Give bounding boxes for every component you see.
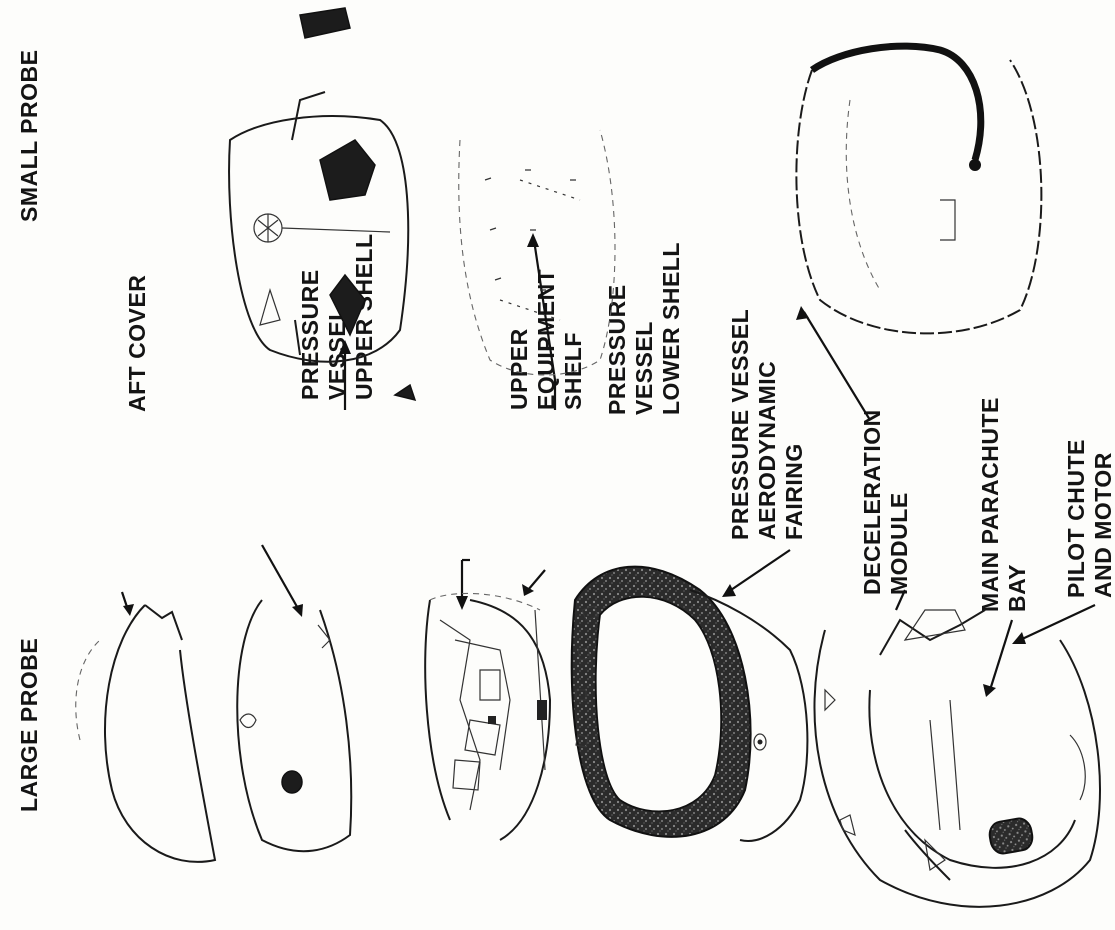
large-equipment-and-lower-shell bbox=[425, 593, 550, 840]
large-deceleration-module bbox=[814, 610, 1100, 907]
small-deceleration-module bbox=[796, 46, 1041, 333]
small-probe-label: SMALL PROBE bbox=[16, 50, 42, 222]
leader-pcm bbox=[1020, 605, 1095, 640]
leader-mpb bbox=[990, 620, 1012, 690]
pvl-line-2: VESSEL bbox=[631, 321, 657, 415]
paf-line-3: FAIRING bbox=[781, 443, 807, 540]
mpb-line-1: MAIN PARACHUTE bbox=[977, 397, 1003, 612]
paf-line-2: AERODYNAMIC bbox=[754, 361, 780, 540]
large-pv-aero-fairing bbox=[572, 567, 808, 841]
large-probe-label: LARGE PROBE bbox=[16, 638, 42, 812]
leader-pv-upper-large bbox=[262, 545, 300, 612]
pcm-line-1: PILOT CHUTE bbox=[1063, 439, 1089, 598]
dm-line-2: MODULE bbox=[886, 492, 912, 595]
pv-lower-shell-label: PRESSURE VESSEL LOWER SHELL bbox=[604, 242, 684, 415]
pv-upper-shell-line-1: PRESSURE bbox=[297, 269, 323, 400]
pilot-chute-motor-label: PILOT CHUTE AND MOTOR bbox=[1063, 439, 1115, 598]
main-parachute-bay-label: MAIN PARACHUTE BAY bbox=[977, 397, 1030, 612]
dm-line-1: DECELERATION bbox=[859, 409, 885, 595]
pv-upper-shell-label: PRESSURE VESSEL UPPER SHELL bbox=[297, 233, 377, 400]
pv-aero-fairing-label: PRESSURE VESSEL AERODYNAMIC FAIRING bbox=[727, 309, 807, 540]
deceleration-module-label: DECELERATION MODULE bbox=[859, 409, 912, 595]
pv-upper-port-icon bbox=[282, 771, 302, 793]
pvl-line-3: LOWER SHELL bbox=[658, 242, 684, 415]
pcm-line-2: AND MOTOR bbox=[1090, 452, 1115, 598]
leader-paf bbox=[728, 550, 790, 592]
large-pv-upper-shell bbox=[237, 600, 351, 851]
arrowhead-aft-cover bbox=[123, 604, 134, 616]
paf-line-1: PRESSURE VESSEL bbox=[727, 309, 753, 540]
small-probe-header: SMALL PROBE bbox=[16, 50, 42, 222]
pvl-line-1: PRESSURE bbox=[604, 284, 630, 415]
dm-small-rim-band bbox=[812, 46, 981, 160]
leader-dm-small bbox=[804, 312, 870, 420]
large-probe-header: LARGE PROBE bbox=[16, 638, 42, 812]
pilot-chute-motor-canister bbox=[988, 817, 1035, 856]
large-aft-cover bbox=[76, 605, 215, 862]
mpb-line-2: BAY bbox=[1004, 564, 1030, 612]
leader-pvl-large bbox=[528, 570, 545, 590]
aft-cover-label: AFT COVER bbox=[124, 275, 150, 412]
